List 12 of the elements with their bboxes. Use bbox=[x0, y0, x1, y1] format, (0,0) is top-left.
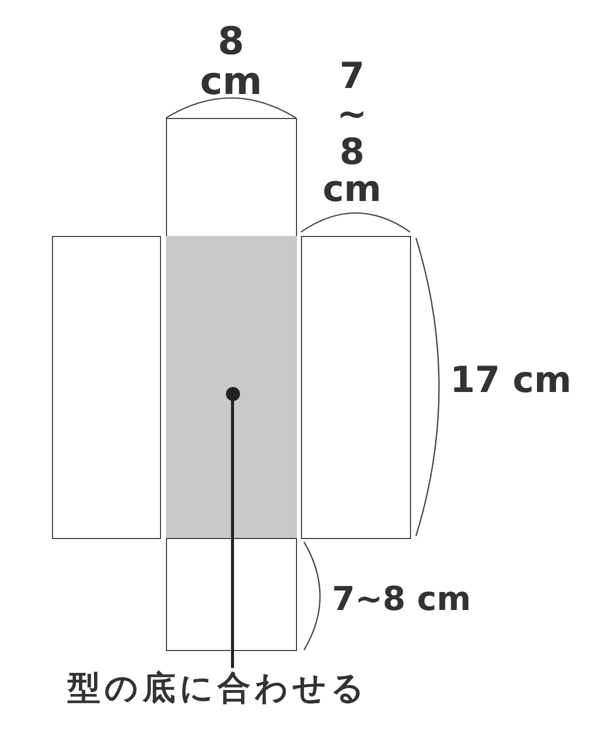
instruction-text: 型の底に合わせる bbox=[28, 668, 408, 712]
dimension-label: 7 ~ 8 cm bbox=[322, 58, 382, 210]
dimension-label: 17 cm bbox=[450, 362, 572, 400]
dimension-label: 8 cm bbox=[200, 22, 262, 102]
paper-panel bbox=[166, 118, 297, 237]
paper-panel bbox=[166, 538, 297, 651]
bottom-panel bbox=[166, 236, 297, 539]
center-dot bbox=[226, 386, 240, 400]
dimension-label: 7~8 cm bbox=[332, 582, 472, 617]
paper-panel bbox=[301, 236, 411, 539]
leader-line bbox=[231, 400, 234, 668]
paper-panel bbox=[52, 236, 161, 539]
